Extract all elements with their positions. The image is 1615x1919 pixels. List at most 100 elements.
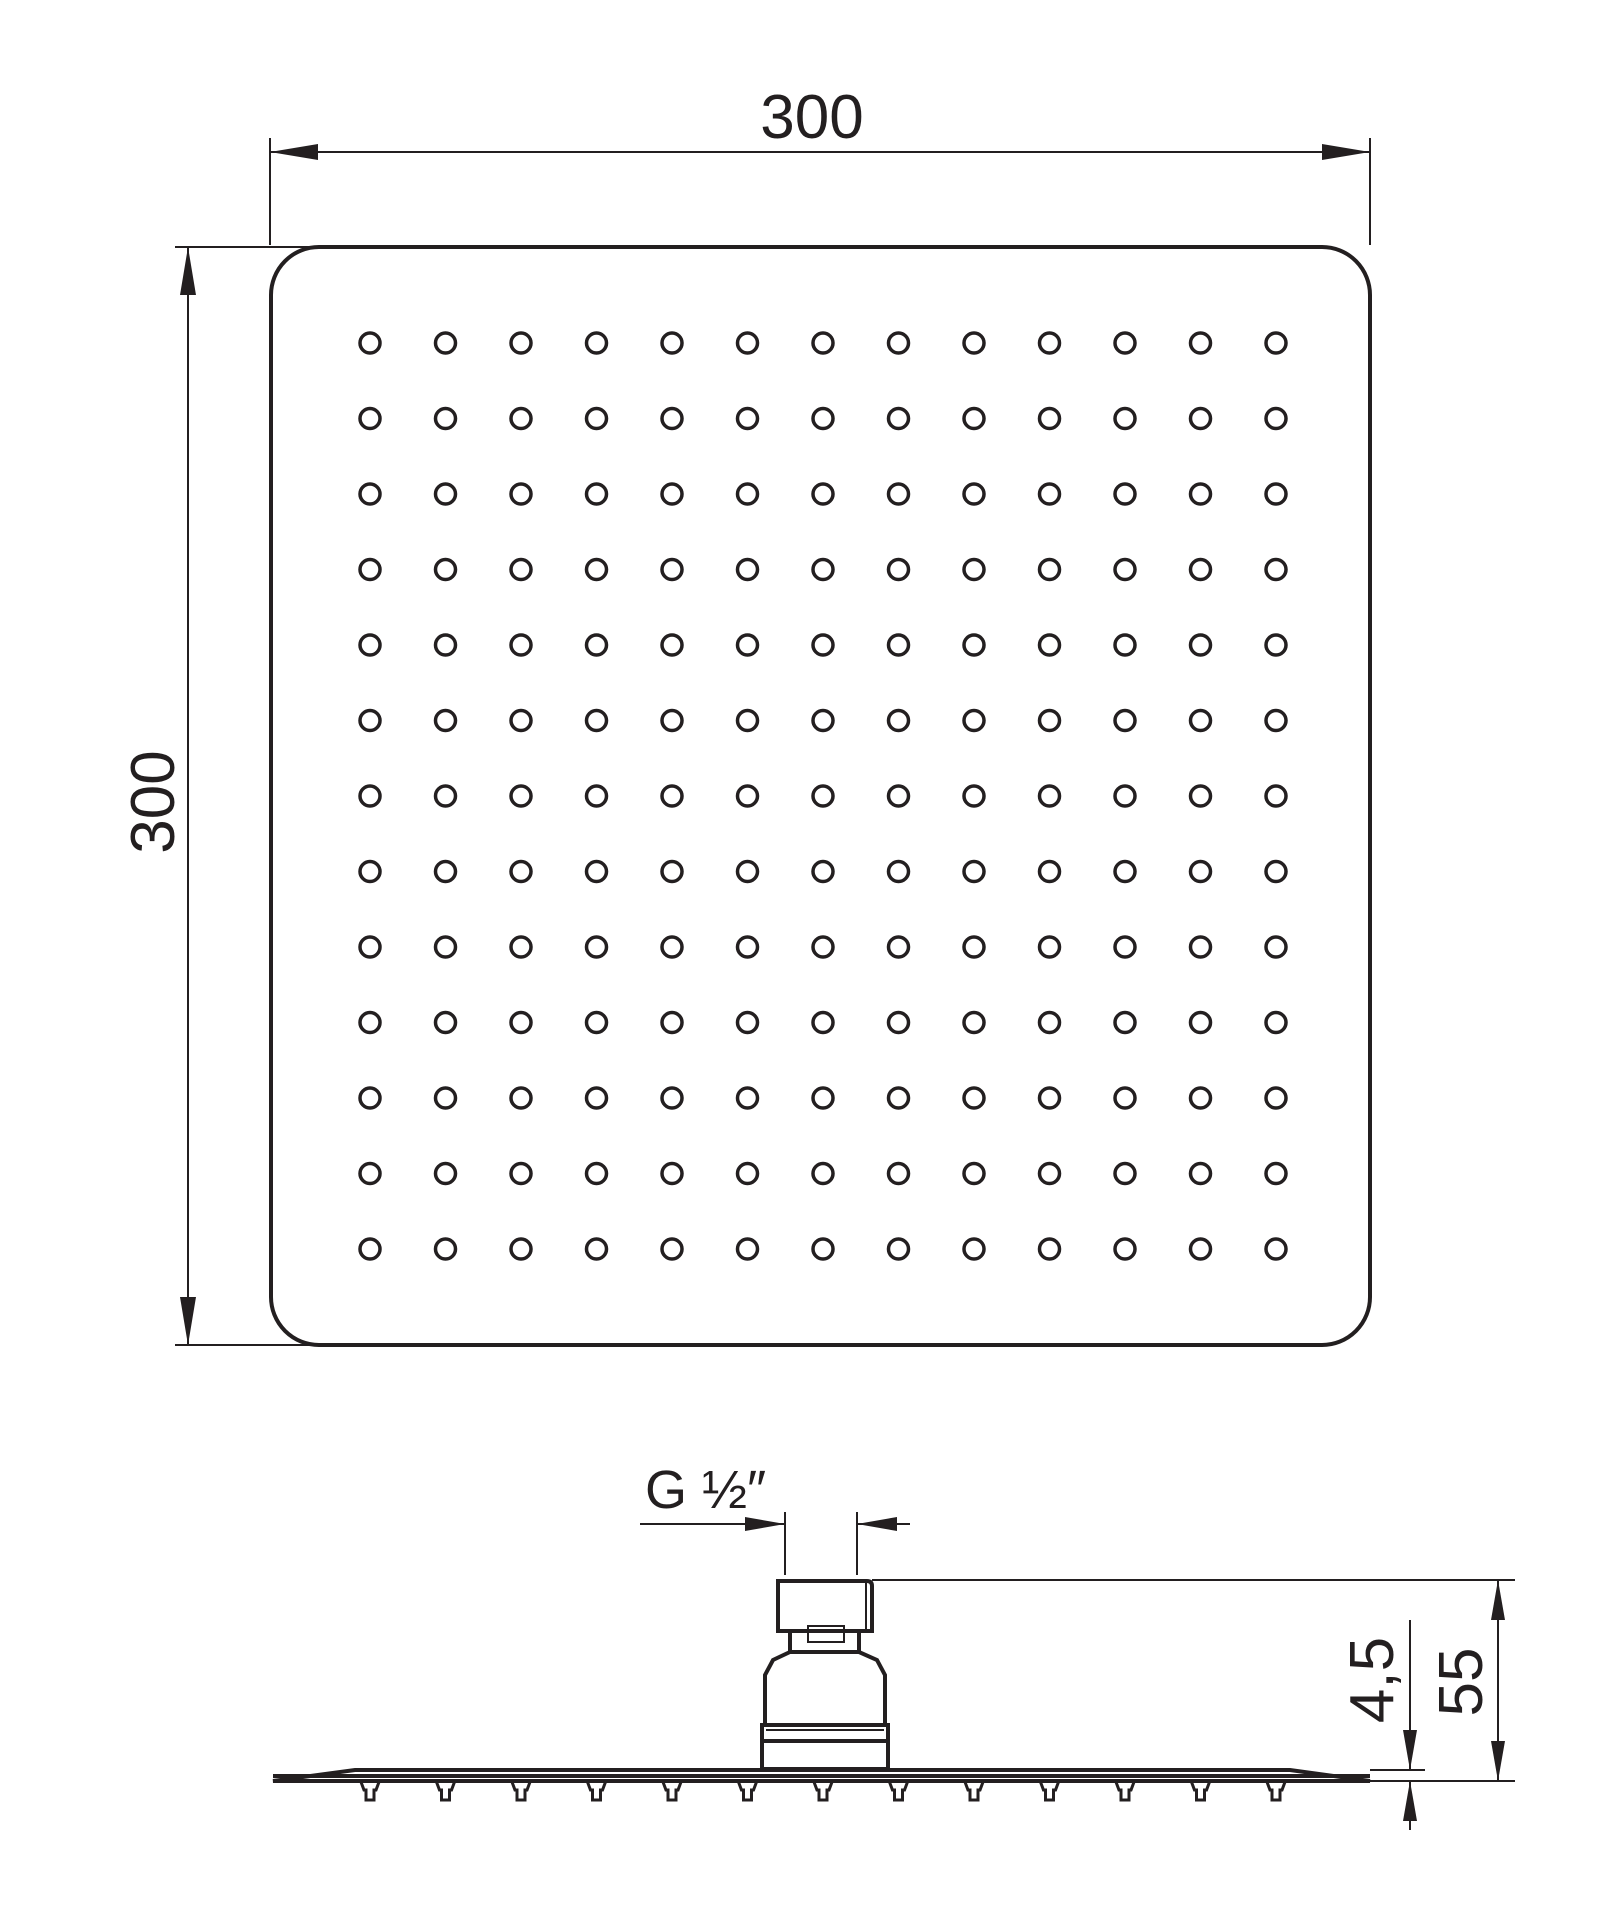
side-nozzles bbox=[359, 1781, 1287, 1802]
thread-label: G ½″ bbox=[645, 1460, 766, 1520]
arrow-55-down bbox=[1491, 1741, 1505, 1781]
side-nozzle bbox=[359, 1781, 381, 1802]
nozzle-hole bbox=[886, 633, 911, 657]
nozzle-hole bbox=[358, 1010, 382, 1035]
nozzle-hole bbox=[1037, 406, 1062, 431]
nozzle-hole bbox=[1264, 784, 1288, 808]
nozzle-hole bbox=[584, 557, 609, 582]
nozzle-hole bbox=[1113, 935, 1137, 959]
nozzle-hole bbox=[1264, 1010, 1288, 1035]
nozzle-hole bbox=[1264, 557, 1288, 582]
arrow-45-down bbox=[1403, 1730, 1417, 1770]
nozzle-hole bbox=[584, 708, 609, 733]
side-nozzle bbox=[888, 1781, 909, 1802]
height-dimension: 300 bbox=[119, 246, 340, 1346]
nozzle-hole bbox=[358, 859, 382, 884]
side-nozzle bbox=[1114, 1781, 1136, 1802]
width-label: 300 bbox=[760, 83, 863, 152]
nozzle-hole bbox=[962, 784, 986, 808]
nozzle-hole bbox=[660, 784, 684, 808]
side-nozzle bbox=[1265, 1781, 1287, 1802]
nozzle-hole bbox=[1188, 708, 1213, 733]
nozzle-hole bbox=[962, 1161, 986, 1186]
nozzle-hole bbox=[433, 784, 458, 808]
nozzle-hole bbox=[1188, 406, 1213, 431]
side-nozzle bbox=[661, 1781, 683, 1802]
nozzle-hole bbox=[660, 1010, 684, 1035]
nozzle-hole bbox=[1113, 331, 1137, 355]
height-label: 300 bbox=[119, 750, 188, 853]
side-nozzle bbox=[1190, 1781, 1211, 1802]
nozzle-hole bbox=[1113, 859, 1137, 884]
nozzle-hole bbox=[1188, 633, 1213, 657]
nozzle-hole bbox=[660, 633, 684, 657]
nozzle-hole bbox=[1264, 708, 1288, 733]
nozzle-hole bbox=[660, 935, 684, 959]
nozzle-hole bbox=[358, 331, 382, 355]
nozzle-hole bbox=[735, 406, 760, 431]
nozzle-hole bbox=[1264, 859, 1288, 884]
nozzle-hole bbox=[433, 859, 458, 884]
nozzle-hole bbox=[660, 859, 684, 884]
nozzle-hole bbox=[660, 482, 684, 506]
top-view: 300 300 bbox=[119, 83, 1372, 1347]
nozzle-hole bbox=[660, 557, 684, 582]
nozzle-hole bbox=[358, 482, 382, 506]
nozzle-hole bbox=[886, 1086, 911, 1110]
nozzle-hole bbox=[735, 633, 760, 657]
nozzle-hole bbox=[1188, 1237, 1213, 1261]
arrow-right bbox=[1322, 144, 1370, 160]
nozzle-hole bbox=[962, 859, 986, 884]
nozzle-hole bbox=[735, 1161, 760, 1186]
nozzle-hole bbox=[1113, 708, 1137, 733]
nozzle-hole bbox=[886, 935, 911, 959]
nozzle-hole bbox=[433, 1237, 458, 1261]
nozzle-hole bbox=[735, 1010, 760, 1035]
nozzle-hole bbox=[584, 1237, 609, 1261]
nozzle-hole bbox=[735, 482, 760, 506]
nozzle-hole bbox=[811, 1161, 835, 1186]
nozzle-hole bbox=[962, 482, 986, 506]
nozzle-hole bbox=[433, 1086, 458, 1110]
total-height-dimension: 55 bbox=[872, 1579, 1515, 1782]
nozzle-hole bbox=[811, 935, 835, 959]
nozzle-hole bbox=[1264, 633, 1288, 657]
nozzle-hole bbox=[1188, 482, 1213, 506]
nozzle-hole bbox=[1188, 784, 1213, 808]
side-nozzle bbox=[812, 1781, 834, 1802]
thread-dimension: G ½″ bbox=[640, 1460, 910, 1575]
nozzle-hole bbox=[1188, 1086, 1213, 1110]
nozzle-hole bbox=[1264, 1086, 1288, 1110]
nozzle-hole bbox=[433, 557, 458, 582]
arrow-thread-right bbox=[857, 1517, 897, 1531]
nozzle-hole bbox=[660, 1237, 684, 1261]
nozzle-hole bbox=[735, 557, 760, 582]
nozzle-hole bbox=[358, 708, 382, 733]
nozzle-hole bbox=[886, 708, 911, 733]
nozzle-hole bbox=[433, 482, 458, 506]
nozzle-hole bbox=[886, 1010, 911, 1035]
nozzle-hole bbox=[811, 482, 835, 506]
nozzle-hole bbox=[584, 406, 609, 431]
nozzle-hole bbox=[1264, 331, 1288, 355]
nozzle-hole bbox=[358, 557, 382, 582]
plate-thickness-dimension: 4,5 bbox=[1338, 1620, 1425, 1830]
nozzle-hole bbox=[358, 784, 382, 808]
nozzle-hole bbox=[1113, 406, 1137, 431]
nozzle-hole bbox=[811, 784, 835, 808]
shower-plate-outline bbox=[269, 245, 1372, 1347]
nozzle-hole bbox=[509, 1010, 533, 1035]
nozzle-hole bbox=[735, 708, 760, 733]
nozzle-hole bbox=[509, 482, 533, 506]
nozzle-hole bbox=[1188, 1010, 1213, 1035]
nozzle-hole bbox=[660, 406, 684, 431]
nozzle-hole bbox=[1264, 482, 1288, 506]
nozzle-hole bbox=[1113, 557, 1137, 582]
nozzle-hole bbox=[1264, 1237, 1288, 1261]
nozzle-hole bbox=[1037, 633, 1062, 657]
nozzle-hole bbox=[811, 331, 835, 355]
side-nozzle bbox=[510, 1781, 532, 1802]
width-dimension: 300 bbox=[269, 83, 1371, 245]
nozzle-hole bbox=[1264, 406, 1288, 431]
